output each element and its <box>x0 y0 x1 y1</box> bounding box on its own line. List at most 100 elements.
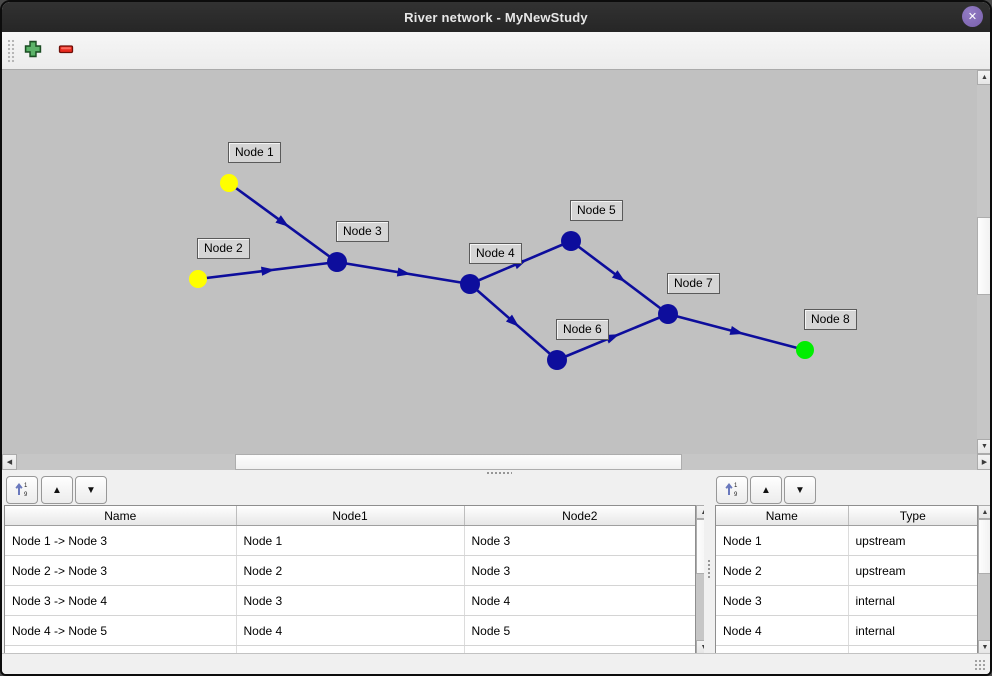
toolbar-drag-handle[interactable] <box>7 39 15 63</box>
scroll-up-button[interactable]: ▲ <box>978 505 990 519</box>
remove-button[interactable] <box>54 39 78 63</box>
column-header-name[interactable]: Name <box>716 506 849 526</box>
node-circle-node-6[interactable] <box>547 350 567 370</box>
close-button[interactable]: ✕ <box>962 6 983 27</box>
scroll-right-button[interactable]: ▶ <box>977 454 990 470</box>
nodes-sort-button[interactable]: 1 9 <box>716 476 748 504</box>
table-cell[interactable]: Node 2 <box>716 555 849 586</box>
window-title: River network - MyNewStudy <box>404 9 588 25</box>
node-label-node-5: Node 5 <box>570 200 623 221</box>
table-cell[interactable]: Node 2 -> Node 3 <box>5 555 237 586</box>
table-cell[interactable]: Node 3 <box>464 555 695 586</box>
scroll-down-button[interactable]: ▼ <box>978 640 990 654</box>
node-circle-node-4[interactable] <box>460 274 480 294</box>
column-header-type[interactable]: Type <box>848 506 977 526</box>
scroll-down-button[interactable]: ▼ <box>977 439 990 454</box>
sort-ascending-icon: 1 9 <box>724 481 740 500</box>
table-cell[interactable]: Node 3 <box>236 585 465 616</box>
table-cell[interactable]: Node 4 <box>236 615 465 646</box>
node-circle-node-8[interactable] <box>796 341 814 359</box>
canvas-hscrollbar[interactable]: ◀ ▶ <box>2 454 990 470</box>
table-cell[interactable]: Node 4 <box>716 615 849 646</box>
column-header-name[interactable]: Name <box>5 506 237 526</box>
node-label-node-8: Node 8 <box>804 309 857 330</box>
table-cell[interactable]: Node 1 <box>236 525 465 556</box>
scroll-left-button[interactable]: ◀ <box>2 454 17 470</box>
table-cell[interactable]: upstream <box>848 555 977 586</box>
table-cell[interactable] <box>236 645 465 653</box>
node-circle-node-5[interactable] <box>561 231 581 251</box>
edge-arrow <box>505 314 520 327</box>
table-cell[interactable]: internal <box>848 615 977 646</box>
node-label-node-3: Node 3 <box>336 221 389 242</box>
table-cell[interactable]: Node 3 <box>464 525 695 556</box>
down-arrow-icon: ▼ <box>981 643 989 651</box>
table-cell[interactable] <box>5 645 237 653</box>
table-cell[interactable] <box>464 645 695 653</box>
table-cell[interactable]: Node 4 -> Node 5 <box>5 615 237 646</box>
scroll-up-button[interactable]: ▲ <box>977 70 990 85</box>
nodes-table-scrollbar[interactable]: ▲ ▼ <box>978 505 990 654</box>
svg-text:1: 1 <box>734 483 738 489</box>
add-button[interactable] <box>21 39 45 63</box>
down-triangle-icon: ▼ <box>86 484 96 496</box>
nodes-move-down-button[interactable]: ▼ <box>784 476 816 504</box>
node-label-node-4: Node 4 <box>469 243 522 264</box>
horizontal-splitter[interactable] <box>2 470 990 475</box>
table-cell[interactable]: Node 1 -> Node 3 <box>5 525 237 556</box>
nodes-move-up-button[interactable]: ▲ <box>750 476 782 504</box>
vscroll-thumb[interactable] <box>977 217 990 295</box>
table-cell[interactable]: upstream <box>848 525 977 556</box>
resize-grip[interactable] <box>974 659 986 671</box>
edge-arrow <box>275 215 290 227</box>
node-circle-node-7[interactable] <box>658 304 678 324</box>
table-cell[interactable]: internal <box>848 585 977 616</box>
vscroll-thumb[interactable] <box>978 519 990 574</box>
table-cell[interactable]: Node 4 <box>464 585 695 616</box>
close-icon: ✕ <box>967 11 978 23</box>
svg-text:9: 9 <box>24 492 28 497</box>
table-cell[interactable]: Node 2 <box>236 555 465 586</box>
links-move-up-button[interactable]: ▲ <box>41 476 73 504</box>
status-bar <box>2 653 990 674</box>
column-header-node1[interactable]: Node1 <box>236 506 465 526</box>
column-header-node2[interactable]: Node2 <box>464 506 695 526</box>
up-arrow-icon: ▲ <box>981 74 988 81</box>
canvas-vscrollbar[interactable]: ▲ ▼ <box>977 70 990 454</box>
links-sort-button[interactable]: 1 9 <box>6 476 38 504</box>
node-circle-node-3[interactable] <box>327 252 347 272</box>
edge-arrow <box>605 334 620 344</box>
edge-arrow <box>396 267 411 277</box>
table-cell[interactable]: Node 3 -> Node 4 <box>5 585 237 616</box>
links-move-down-button[interactable]: ▼ <box>75 476 107 504</box>
splitter-handle-icon <box>486 471 512 475</box>
table-cell[interactable]: Node 3 <box>716 585 849 616</box>
edge-arrow <box>729 326 744 335</box>
table-row[interactable] <box>5 645 695 653</box>
title-bar: River network - MyNewStudy ✕ <box>2 2 990 33</box>
up-arrow-icon: ▲ <box>981 508 989 516</box>
table-row[interactable] <box>716 645 977 653</box>
table-cell[interactable] <box>716 645 849 653</box>
vertical-splitter[interactable] <box>704 475 715 657</box>
table-cell[interactable] <box>848 645 977 653</box>
node-circle-node-2[interactable] <box>189 270 207 288</box>
table-cell[interactable]: Node 5 <box>464 615 695 646</box>
node-circle-node-1[interactable] <box>220 174 238 192</box>
down-triangle-icon: ▼ <box>795 484 805 496</box>
table-cell[interactable]: Node 1 <box>716 525 849 556</box>
hscroll-thumb[interactable] <box>235 454 682 470</box>
node-label-node-7: Node 7 <box>667 273 720 294</box>
